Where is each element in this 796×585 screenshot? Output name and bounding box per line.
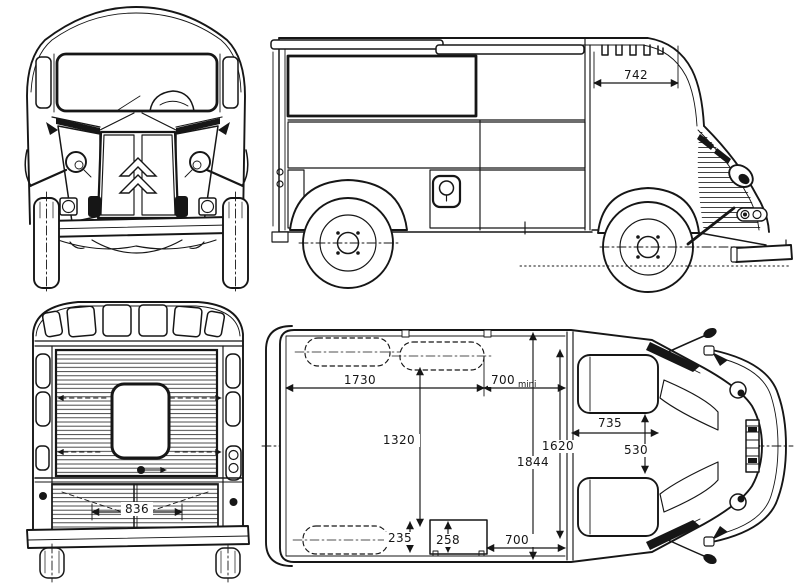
rear-pillar-lamps — [35, 353, 242, 506]
front-view — [24, 6, 249, 295]
side-corrugation-lower — [429, 169, 586, 229]
plan-grille — [745, 419, 760, 473]
signal-right — [175, 196, 188, 217]
dim-258-label: 258 — [436, 533, 460, 547]
side-corrugation-upper — [287, 121, 586, 169]
dim-735-label: 735 — [598, 416, 622, 430]
dim-530: 530 — [618, 414, 654, 474]
dim-742-label: 742 — [624, 68, 648, 82]
side-rear-wheel — [298, 197, 401, 289]
plan-seats — [577, 354, 659, 537]
dim-836: 836 — [91, 502, 183, 521]
roof-vents — [601, 44, 664, 56]
steering-wheel — [149, 90, 195, 112]
plan-headlight-bottom-icon — [729, 493, 747, 511]
plan-view: 1730 700 mini 1320 1620 1844 735 — [261, 325, 794, 567]
slide-rail-rear — [270, 39, 444, 50]
hood-panel-top — [659, 379, 719, 431]
plan-front-bumper — [711, 349, 787, 543]
rear-roof-windows — [41, 304, 226, 338]
signal-left — [88, 196, 101, 217]
dim-700mini-value: 700 — [491, 373, 515, 387]
rear-view: 836 — [26, 301, 250, 583]
dim-1320-label: 1320 — [383, 433, 415, 447]
hood-panel-bottom — [659, 461, 719, 513]
rear-bumper — [26, 525, 250, 549]
dim-1620-label: 1620 — [542, 439, 574, 453]
dim-258: 258 — [432, 521, 464, 553]
hood-trim-left — [56, 118, 100, 134]
dim-742: 742 — [593, 45, 679, 89]
side-front-bumper — [734, 244, 793, 263]
dim-1320: 1320 — [378, 367, 425, 527]
front-view-wheel-right — [222, 191, 249, 295]
dim-700-mini: 700 mini — [483, 373, 566, 393]
hood-trim-right — [176, 118, 220, 134]
dim-700mini-suffix: mini — [518, 380, 536, 390]
slide-rail-front — [435, 44, 585, 55]
cargo-window — [286, 54, 478, 118]
dim-1730: 1730 — [285, 357, 485, 397]
rear-view-wheel-left — [39, 543, 65, 583]
dim-1730-label: 1730 — [344, 373, 376, 387]
rear-window — [110, 382, 171, 460]
dim-836-label: 836 — [125, 502, 149, 516]
dim-1620: 1620 — [537, 349, 579, 539]
rear-view-wheel-right — [215, 543, 241, 583]
dim-700-bottom: 700 — [486, 533, 566, 555]
hood-edge — [703, 125, 770, 233]
dim-1844: 1844 — [511, 332, 556, 560]
front-right-corner-window — [222, 56, 239, 109]
front-left-corner-window — [35, 56, 52, 109]
dim-235: 235 — [384, 521, 416, 553]
rear-door-handle — [137, 466, 145, 474]
plan-headlight-top-icon — [729, 381, 747, 399]
hood-shading — [697, 130, 761, 232]
side-view: 742 — [270, 37, 793, 293]
plan-rear-bumper — [265, 325, 293, 567]
side-door-handle — [431, 174, 462, 209]
grille-left — [100, 134, 135, 216]
citroen-double-chevron-icon — [118, 157, 158, 194]
plan-mirrors — [667, 327, 717, 565]
front-body-outline — [26, 6, 246, 225]
side-roof — [278, 37, 705, 127]
dim-700-bottom-label: 700 — [505, 533, 529, 547]
front-view-wheel-left — [33, 191, 60, 295]
dim-1844-label: 1844 — [517, 455, 549, 469]
dim-235-label: 235 — [388, 531, 412, 545]
windshield — [55, 52, 219, 113]
dim-530-label: 530 — [624, 443, 648, 457]
